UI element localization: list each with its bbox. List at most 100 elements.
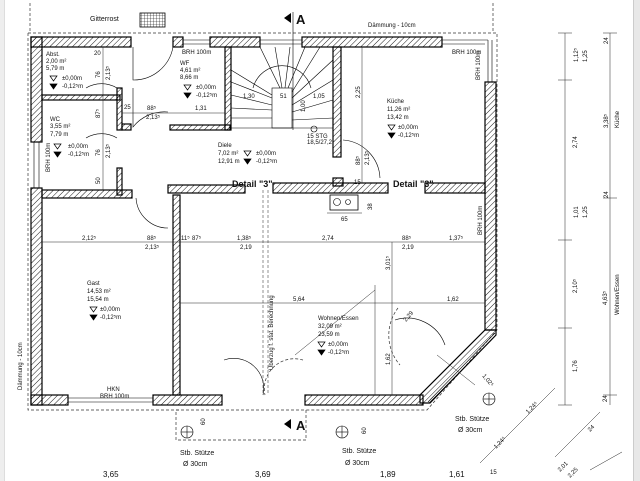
column-label: Stb. Stütze	[342, 448, 376, 455]
room-diele: Diele 7,02 m² 12,91 m ±0,00m -0,12⁵m	[218, 143, 277, 165]
svg-text:-0,12⁵m: -0,12⁵m	[100, 314, 121, 321]
svg-text:3,38⁵: 3,38⁵	[603, 113, 610, 128]
svg-text:65: 65	[341, 217, 348, 223]
svg-text:1,02⁵: 1,02⁵	[480, 373, 495, 389]
svg-text:2,74: 2,74	[322, 236, 334, 242]
svg-text:-0,12⁵m: -0,12⁵m	[62, 83, 83, 90]
svg-text:15: 15	[354, 180, 361, 186]
svg-text:87⁵: 87⁵	[95, 108, 102, 118]
svg-text:Diele: Diele	[218, 143, 232, 149]
svg-text:60: 60	[362, 427, 368, 434]
svg-text:32,09 m²: 32,09 m²	[318, 324, 342, 330]
svg-text:4,61 m²: 4,61 m²	[180, 68, 200, 74]
svg-text:2,13⁵: 2,13⁵	[364, 150, 371, 165]
svg-text:-0,12⁵m: -0,12⁵m	[68, 151, 89, 158]
bottom-dim-161: 1,61	[449, 470, 465, 479]
sill-height-label: BRH 100m	[476, 51, 482, 80]
svg-text:±0,00m: ±0,00m	[68, 144, 88, 150]
svg-text:2,00 m²: 2,00 m²	[46, 59, 66, 65]
svg-text:1,25: 1,25	[583, 50, 589, 62]
bottom-dim-365: 3,65	[103, 470, 119, 479]
gitterrost-label: Gitterrost	[90, 16, 119, 23]
svg-text:3,55 m²: 3,55 m²	[50, 124, 70, 130]
column-label: Stb. Stütze	[180, 450, 214, 457]
svg-text:Abst.: Abst.	[46, 52, 60, 58]
svg-text:24: 24	[603, 395, 609, 402]
insulation-label: Dämmung - 10cm	[368, 23, 416, 29]
svg-text:Küche: Küche	[387, 99, 405, 105]
svg-text:88⁵: 88⁵	[355, 155, 362, 165]
svg-text:20: 20	[94, 51, 101, 57]
svg-text:A: A	[296, 12, 306, 27]
svg-text:2,25: 2,25	[567, 466, 580, 479]
svg-text:7,79 m: 7,79 m	[50, 132, 68, 138]
svg-text:Wohnen/Essen: Wohnen/Essen	[318, 316, 359, 322]
svg-text:51: 51	[280, 94, 287, 100]
section-marker-top: A	[284, 12, 306, 27]
svg-text:-0,12⁵m: -0,12⁵m	[256, 158, 277, 165]
svg-text:8,66 m: 8,66 m	[180, 75, 198, 81]
svg-text:±0,00m: ±0,00m	[256, 151, 276, 157]
svg-text:11⁵: 11⁵	[181, 235, 190, 242]
svg-text:-0,12⁵m: -0,12⁵m	[398, 132, 419, 139]
svg-text:7,02 m²: 7,02 m²	[218, 151, 238, 157]
svg-text:1,25: 1,25	[583, 206, 589, 218]
exterior-walls	[30, 36, 497, 406]
svg-text:±0,00m: ±0,00m	[62, 76, 82, 82]
svg-text:WC: WC	[50, 117, 61, 123]
detail-callout-right[interactable]: Detail "3"	[393, 179, 434, 189]
svg-text:2,10⁵: 2,10⁵	[572, 278, 579, 293]
window-scrollbar[interactable]	[633, 0, 640, 481]
svg-text:24: 24	[587, 424, 596, 433]
svg-text:1,12⁵: 1,12⁵	[573, 47, 580, 62]
svg-text:1,30: 1,30	[243, 94, 255, 100]
svg-text:2,13⁵: 2,13⁵	[105, 143, 112, 158]
svg-text:12,91 m: 12,91 m	[218, 159, 240, 165]
svg-text:-0,12⁵m: -0,12⁵m	[196, 92, 217, 99]
svg-text:1,37⁵: 1,37⁵	[449, 235, 464, 242]
svg-text:5,64: 5,64	[293, 297, 305, 303]
columns	[180, 392, 496, 439]
sill-height-label: BRH 100m	[46, 143, 52, 172]
svg-text:76: 76	[96, 71, 102, 78]
room-gast: Gast 14,53 m² 15,54 m ±0,00m -0,12⁵m	[87, 281, 121, 321]
svg-text:25: 25	[124, 105, 131, 111]
svg-text:15,54 m: 15,54 m	[87, 297, 109, 303]
detail-callout-left[interactable]: Detail "3"	[232, 179, 273, 189]
svg-text:1,62: 1,62	[447, 297, 459, 303]
svg-text:-0,12⁵m: -0,12⁵m	[328, 349, 349, 356]
svg-text:38: 38	[368, 203, 374, 210]
section-marker-bottom: A	[284, 418, 306, 433]
sill-height-label: BRH 100m	[452, 50, 481, 56]
svg-text:13,42 m: 13,42 m	[387, 115, 409, 121]
svg-text:3,01⁵: 3,01⁵	[385, 255, 392, 270]
svg-text:2,19: 2,19	[240, 245, 252, 251]
column-diameter: Ø 30cm	[345, 460, 370, 467]
sill-height-label: BRH 100m	[100, 394, 129, 400]
column-diameter: Ø 30cm	[458, 427, 483, 434]
doors[interactable]	[85, 46, 446, 396]
svg-text:88⁵: 88⁵	[147, 105, 157, 112]
column-diameter: Ø 30cm	[183, 461, 208, 468]
svg-text:A: A	[296, 418, 306, 433]
svg-text:88⁵: 88⁵	[402, 235, 412, 242]
svg-text:1,31: 1,31	[195, 106, 207, 112]
svg-text:76: 76	[96, 149, 102, 156]
svg-text:24: 24	[604, 191, 610, 198]
svg-text:2,13⁵: 2,13⁵	[146, 114, 161, 121]
bottom-dim-189: 1,89	[380, 470, 396, 479]
dimension-lines	[42, 32, 623, 471]
column-label: Stb. Stütze	[455, 416, 489, 423]
stair-ratio-label: 18,5/27,2	[307, 140, 333, 146]
svg-text:24: 24	[604, 37, 610, 44]
svg-text:±0,00m: ±0,00m	[398, 125, 418, 131]
svg-text:14,53 m²: 14,53 m²	[87, 289, 111, 295]
svg-text:23,59 m: 23,59 m	[318, 332, 340, 338]
svg-text:Gast: Gast	[87, 281, 100, 287]
svg-text:Küche: Küche	[615, 110, 621, 128]
svg-text:88⁵: 88⁵	[147, 235, 157, 242]
chimney	[329, 194, 359, 211]
svg-text:60: 60	[201, 418, 207, 425]
svg-text:Wohnen/Essen: Wohnen/Essen	[615, 274, 621, 315]
